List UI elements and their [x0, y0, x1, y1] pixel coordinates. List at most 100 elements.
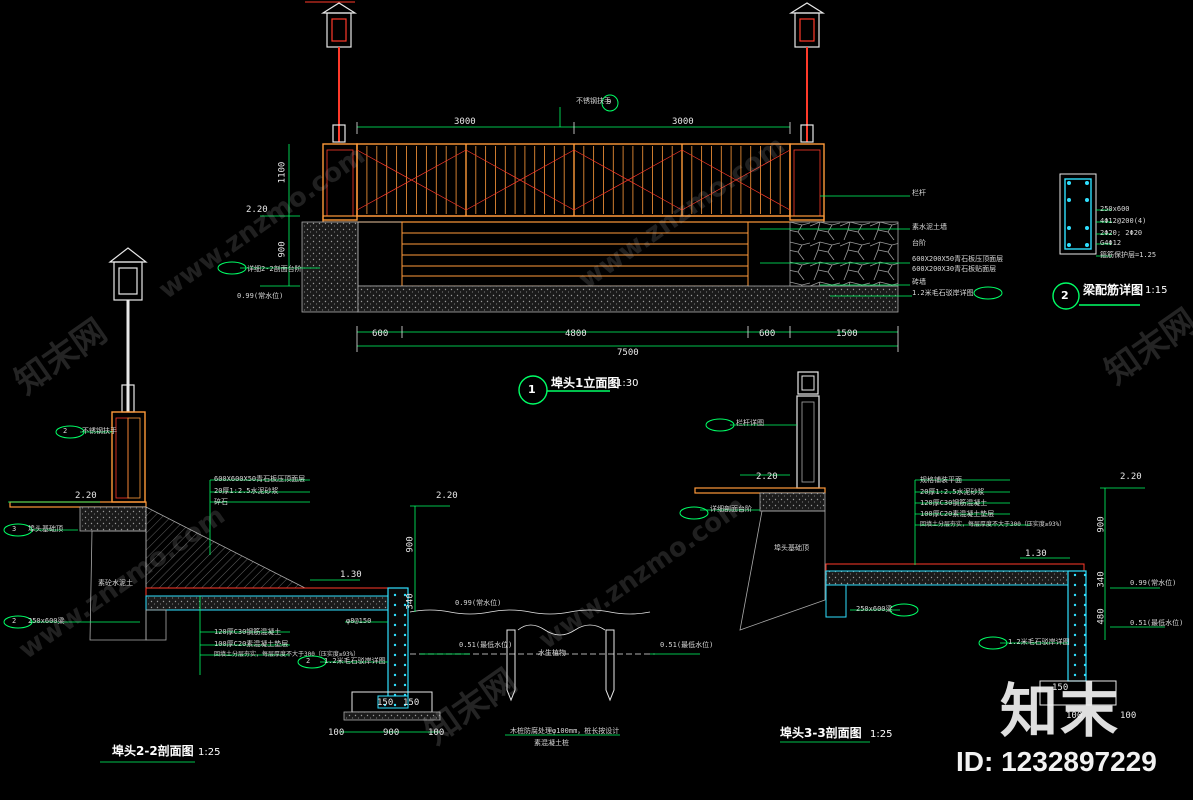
level-water: 0.99(常水位): [237, 292, 284, 300]
s22-note-revetment: 1.2米毛石驳岸详图: [324, 657, 386, 665]
dim-bottom-3: 600: [759, 329, 776, 339]
section22-scale: 1:25: [198, 747, 221, 758]
s22-ref-2: 3: [12, 525, 17, 533]
callout-right-6: 砖墙: [912, 278, 926, 286]
s33-layer-4: 100厚C20素混凝土垫层: [920, 510, 995, 518]
s22-level-6: 0.51(最低水位): [660, 641, 714, 649]
s22-level-4: 0.99(常水位): [455, 599, 502, 607]
callout-top-label: 不锈钢扶手: [576, 97, 611, 105]
lamp-post-left-icon: [320, 2, 358, 143]
callout-top-ref: 9: [607, 98, 612, 106]
elevation-scale: 1:30: [616, 378, 639, 389]
s22-dim-340: 340: [405, 593, 416, 610]
s33-level-4: 0.99(常水位): [1130, 579, 1177, 587]
s33-dim-100b: 100: [1120, 711, 1137, 721]
s22-layer-b1: 120厚C30钢筋混凝土: [214, 628, 282, 636]
s22-dim-100a: 100: [328, 728, 345, 738]
s22-layer-1: 600X600X50青石板压顶面层: [214, 475, 306, 483]
s33-layer-3: 120厚C30钢筋混凝土: [920, 499, 988, 507]
s33-dim-340: 340: [1096, 571, 1107, 588]
s22-layer-b2: 100厚C20素混凝土垫层: [214, 640, 289, 648]
section-3-3-drawing: [679, 371, 1165, 743]
level-top: 2.20: [246, 205, 268, 215]
beam-number: 2: [1061, 289, 1069, 302]
s22-level-1: 2.20: [75, 491, 97, 501]
section22-title: 埠头2-2剖面图: [112, 744, 194, 758]
section33-title: 埠头3-3剖面图: [780, 726, 862, 740]
elevation-drawing: [217, 2, 1003, 405]
beam-detail-drawing: [1052, 173, 1140, 310]
s22-note-pile: 木桩防腐处理φ100mm，桩长按设计: [510, 727, 620, 735]
s22-level-3: 1.30: [340, 570, 362, 580]
s22-note-pile2: 素混凝土桩: [534, 739, 569, 747]
section33-scale: 1:25: [870, 729, 893, 740]
beam-note-3: 2Φ20; 2Φ20: [1100, 229, 1143, 237]
s33-note-rail: 栏杆详图: [736, 419, 764, 427]
beam-note-4: G4Φ12: [1100, 239, 1122, 247]
beam-note-2: 4Φ12@200(4): [1100, 217, 1147, 225]
s22-note-fill: 素砼水泥土: [98, 579, 133, 587]
callout-right-2: 素水泥土墙: [912, 223, 947, 231]
dim-total: 7500: [617, 348, 639, 358]
s33-layer-2: 20厚1:2.5水泥砂浆: [920, 488, 985, 496]
s33-dim-900: 900: [1096, 516, 1107, 533]
dim-bottom-1: 600: [372, 329, 389, 339]
s22-dim-900b: 900: [383, 728, 400, 738]
s22-layer-3: 碎石: [214, 498, 228, 506]
beam-note-1: 250x600: [1100, 205, 1130, 213]
lamp-post-section-icon: [108, 247, 148, 413]
zhimo-logo: 知末: [1000, 677, 1121, 745]
callout-right-3: 台阶: [912, 239, 926, 247]
callout-right-7: 1.2米毛石驳岸详图: [912, 289, 974, 297]
s33-level-1: 2.20: [756, 472, 778, 482]
s22-note-rebar: φ8@150: [346, 617, 372, 625]
s33-note-beam: 250x600梁: [856, 605, 893, 613]
height-dim-lower: 900: [277, 241, 288, 258]
s33-dim-100a: 100: [1066, 711, 1083, 721]
callout-right-5: 600X200X30青石板贴面层: [912, 265, 997, 273]
s33-note-revetment: 1.2米毛石驳岸详图: [1008, 638, 1070, 646]
callout-right-1: 栏杆: [912, 189, 926, 197]
s22-dim-150b: 150: [403, 698, 420, 708]
dim-top-right: 3000: [672, 117, 694, 127]
s33-level-5: 0.51(最低水位): [1130, 619, 1184, 627]
elevation-title: 埠头1立面图: [551, 376, 620, 390]
beam-title: 梁配筋详图: [1083, 283, 1144, 297]
s33-level-2: 2.20: [1120, 472, 1142, 482]
s22-note-plants: 水生植物: [538, 649, 566, 657]
s22-layer-2: 20厚1:2.5水泥砂浆: [214, 487, 279, 495]
s22-ref-3: 2: [12, 617, 17, 625]
s33-layer-1: 规格铺装平面: [920, 476, 962, 484]
s33-layer-5: 回填土分层夯实，每层厚度不大于300（压实度≥93%）: [920, 521, 1066, 528]
image-id-label: ID: 1232897229: [956, 746, 1157, 777]
beam-scale: 1:15: [1145, 285, 1168, 296]
callout-left: 详细2-2剖面台阶: [247, 265, 302, 273]
s22-ref-1: 2: [63, 427, 68, 435]
height-dim-upper: 1100: [277, 161, 288, 184]
s22-level-5: 0.51(最低水位): [459, 641, 513, 649]
lamp-post-right-icon: [788, 2, 826, 143]
s22-dim-100b: 100: [428, 728, 445, 738]
callout-right-4: 600X200X50青石板压顶面层: [912, 255, 1004, 263]
s22-dim-150a: 150: [377, 698, 394, 708]
s22-ref-4: 2: [306, 657, 311, 665]
s22-layer-b3: 回填土分层夯实，每层厚度不大于300（压实度≥93%）: [214, 651, 360, 658]
elevation-number: 1: [528, 383, 536, 396]
s22-note-base: 埠头基础顶: [28, 525, 63, 533]
s22-level-2: 2.20: [436, 491, 458, 501]
railing: [356, 143, 791, 217]
s33-note-steps: 详细剖面台阶: [710, 505, 752, 513]
s33-note-base: 埠头基础顶: [774, 544, 809, 552]
s33-level-3: 1.30: [1025, 549, 1047, 559]
s22-note-beam: 250x600梁: [28, 617, 65, 625]
dim-top-left: 3000: [454, 117, 476, 127]
s33-dim-480: 480: [1096, 608, 1107, 625]
dim-bottom-4: 1500: [836, 329, 858, 339]
s22-dim-900: 900: [405, 536, 416, 553]
section-2-2-drawing: [3, 247, 700, 763]
beam-note-5: 箍筋保护层=1.25: [1100, 251, 1157, 259]
dim-bottom-2: 4800: [565, 329, 587, 339]
s22-note-handrail: 不锈钢扶手: [82, 427, 117, 435]
s33-dim-150: 150: [1052, 683, 1069, 693]
